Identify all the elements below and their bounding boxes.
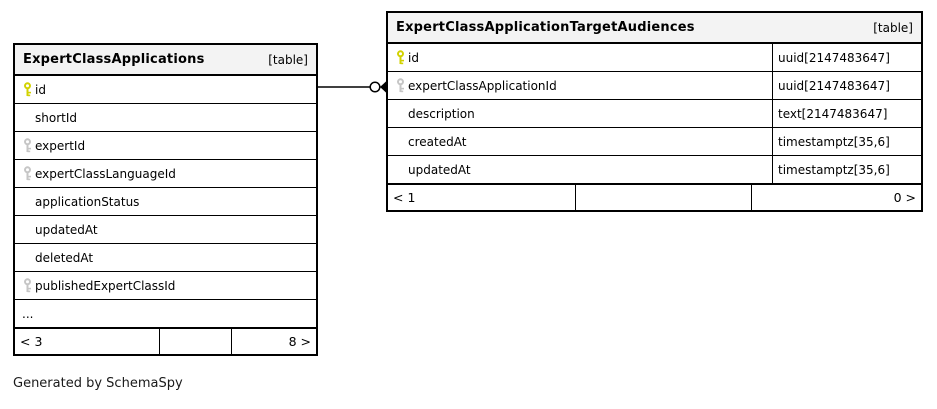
more-columns-row: ...: [15, 300, 316, 327]
table-title[interactable]: ExpertClassApplications: [23, 52, 205, 67]
column-type: timestamptz[35,6]: [772, 128, 921, 155]
column-type: uuid[2147483647]: [772, 72, 921, 99]
column-row-id: id uuid[2147483647]: [388, 44, 921, 72]
table-node-expertclassapplicationtargetaudiences[interactable]: ExpertClassApplicationTargetAudiences [t…: [386, 11, 923, 212]
no-key-spacer: [388, 100, 408, 127]
column-row-expertid: expertId: [15, 132, 316, 160]
footer-middle-cell: [159, 329, 231, 354]
footer-parents-count: < 3: [20, 334, 43, 349]
column-name: expertClassLanguageId: [35, 166, 176, 181]
table-footer: < 1 0 >: [388, 183, 921, 210]
footer-parents-count: < 1: [393, 190, 416, 205]
zero-cardinality-circle-icon: [369, 81, 381, 93]
column-row-expertclasslanguageid: expertClassLanguageId: [15, 160, 316, 188]
foreign-key-icon: [388, 72, 408, 99]
column-row-deletedat: deletedAt: [15, 244, 316, 272]
column-name: id: [35, 82, 46, 97]
column-row-publishedexpertclassid: publishedExpertClassId: [15, 272, 316, 300]
no-key-spacer: [388, 128, 408, 155]
column-row-description: description text[2147483647]: [388, 100, 921, 128]
column-row-expertclassapplicationid: expertClassApplicationId uuid[2147483647]: [388, 72, 921, 100]
column-row-shortid: shortId: [15, 104, 316, 132]
column-row-updatedat: updatedAt timestamptz[35,6]: [388, 156, 921, 183]
table-header: ExpertClassApplicationTargetAudiences [t…: [388, 13, 921, 44]
column-row-updatedat: updatedAt: [15, 216, 316, 244]
foreign-key-icon: [15, 272, 35, 299]
column-name: expertClassApplicationId: [408, 78, 557, 93]
no-key-spacer: [15, 244, 35, 271]
table-header: ExpertClassApplications [table]: [15, 45, 316, 76]
primary-key-icon: [388, 44, 408, 71]
column-type: text[2147483647]: [772, 100, 921, 127]
column-name: ...: [22, 306, 34, 321]
table-node-expertclassapplications[interactable]: ExpertClassApplications [table] id shortI…: [13, 43, 318, 356]
column-type: timestamptz[35,6]: [772, 156, 921, 183]
column-row-id: id: [15, 76, 316, 104]
table-type-badge: [table]: [873, 20, 913, 35]
table-type-badge: [table]: [268, 52, 308, 67]
table-footer: < 3 8 >: [15, 327, 316, 354]
primary-key-icon: [15, 76, 35, 103]
no-key-spacer: [388, 156, 408, 183]
footer-children-count: 0 >: [751, 185, 921, 210]
column-row-applicationstatus: applicationStatus: [15, 188, 316, 216]
column-name: createdAt: [408, 134, 467, 149]
column-name: updatedAt: [35, 222, 98, 237]
fk-arrowhead-icon: [380, 80, 387, 94]
column-list: id shortId expertId expertClassLanguageId ap…: [15, 76, 316, 327]
footer-children-count: 8 >: [231, 329, 316, 354]
no-key-spacer: [15, 216, 35, 243]
generated-by-caption: Generated by SchemaSpy: [13, 376, 183, 391]
table-title[interactable]: ExpertClassApplicationTargetAudiences: [396, 20, 695, 35]
column-name: applicationStatus: [35, 194, 140, 209]
column-name: shortId: [35, 110, 77, 125]
foreign-key-icon: [15, 160, 35, 187]
no-key-spacer: [15, 188, 35, 215]
column-name: description: [408, 106, 475, 121]
foreign-key-icon: [15, 132, 35, 159]
column-row-createdat: createdAt timestamptz[35,6]: [388, 128, 921, 156]
no-key-spacer: [15, 104, 35, 131]
column-name: expertId: [35, 138, 86, 153]
column-name: id: [408, 50, 419, 65]
column-name: publishedExpertClassId: [35, 278, 176, 293]
column-name: deletedAt: [35, 250, 94, 265]
footer-middle-cell: [575, 185, 751, 210]
relationship-connector: [316, 80, 387, 94]
column-name: updatedAt: [408, 162, 471, 177]
column-type: uuid[2147483647]: [772, 44, 921, 71]
